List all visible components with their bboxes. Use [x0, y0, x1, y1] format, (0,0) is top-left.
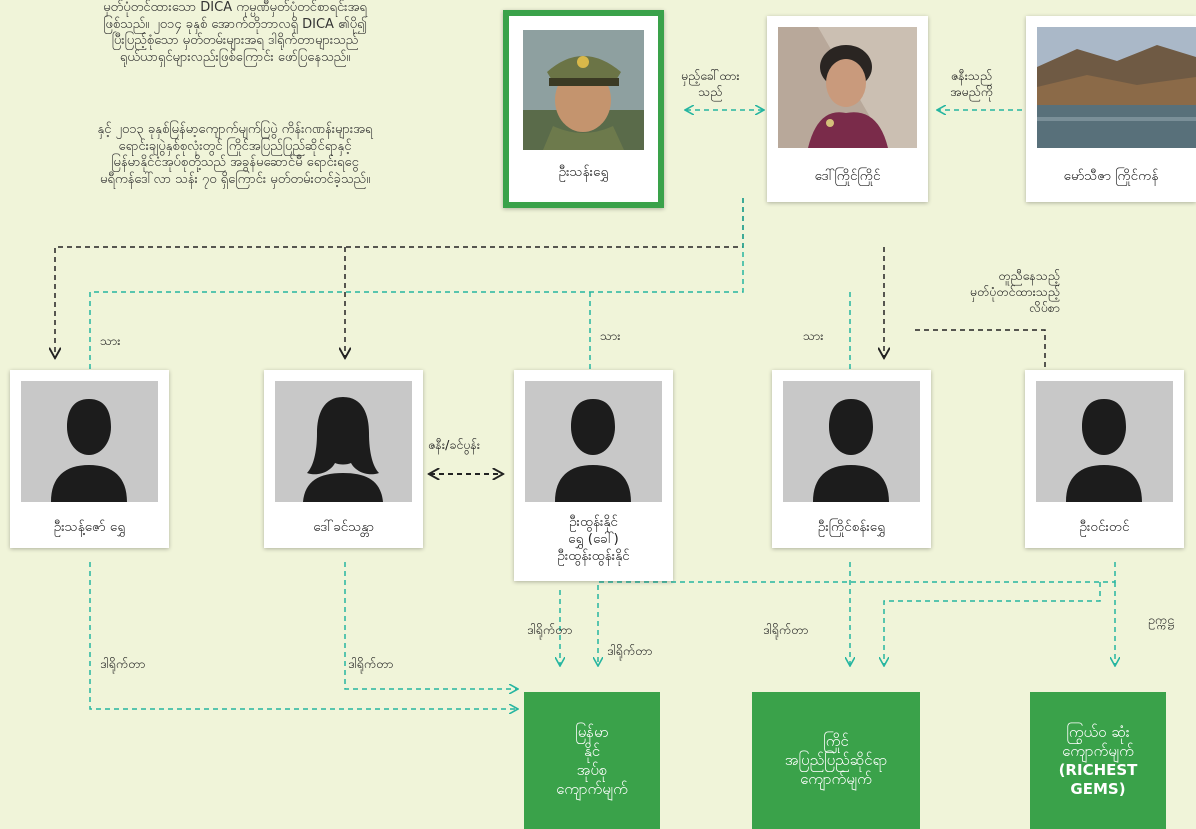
- photo-kyaing-kyaing: [778, 27, 917, 148]
- label-spouse: ဇနီး/ခင်ပွန်း: [428, 437, 481, 452]
- name-than-shwe: ဦးသန်းရွှေ: [558, 164, 609, 180]
- photo-than-shwe: [523, 30, 644, 150]
- card-win-tin: ဦးဝင်းတင်: [1025, 370, 1184, 548]
- card-htoon-naing: ဦးထွန်းနိုင် ရွှေ (ခေါ်) ဦးထွန်းထွန်းနို…: [514, 370, 673, 581]
- male-silhouette-icon: [1036, 381, 1173, 502]
- label-son-1: သား: [100, 333, 121, 348]
- label-married: မှည့်ခေါ်ထား သည်: [681, 68, 740, 99]
- line-family-tree: [55, 198, 744, 357]
- name-maw-thida: မော်သီဇာ ကြိုင်ကန်: [1063, 168, 1159, 184]
- label-chairman: ဥက္ကဋ္ဌ: [1148, 612, 1174, 627]
- male-silhouette-icon: [525, 381, 662, 502]
- name-khin-thanda: ဒေါ်ခင်သန္တာ: [313, 519, 374, 535]
- name-thant-zaw: ဦးသန့်ဇော် ရွှေ: [53, 519, 126, 535]
- card-khin-thanda: ဒေါ်ခင်သန္တာ: [264, 370, 423, 548]
- company-richest-gems: ကြွယ်ဝ ဆုံး ကျောက်မျက် (RICHEST GEMS): [1030, 692, 1166, 829]
- male-silhouette-icon: [783, 381, 920, 502]
- name-htoon-naing: ဦးထွန်းနိုင် ရွှေ (ခေါ်) ဦးထွန်းထွန်းနို…: [557, 514, 630, 564]
- richest-gems-english: (RICHEST GEMS): [1058, 760, 1138, 798]
- male-silhouette-icon: [21, 381, 158, 502]
- line-director-khin-thanda: [344, 562, 517, 689]
- label-director-5: ဒါရိုက်တာ: [348, 656, 394, 671]
- card-maw-thida: မော်သီဇာ ကြိုင်ကန်: [1026, 16, 1196, 202]
- line-sons: [89, 198, 744, 370]
- label-director-3: ဒါရိုက်တာ: [763, 622, 809, 637]
- label-director-1: ဒါရိုက်တာ: [527, 622, 573, 637]
- richest-gems-burmese: ကြွယ်ဝ ဆုံး ကျောက်မျက်: [1062, 722, 1134, 760]
- name-kyaing-san: ဦးကြိုင်စန်းရွှေ: [817, 519, 886, 535]
- line-director-win-tin-a: [598, 562, 1116, 665]
- label-director-4: ဒါရိုက်တာ: [100, 656, 146, 671]
- label-son-2: သား: [600, 328, 621, 343]
- company-myanmar-naing: မြန်မာ နိုင် အုပ်စု ကျောက်မျက်: [524, 692, 660, 829]
- intro-paragraph-2: နှင့် ၂၀၁၃ ခုနှစ်မြန်မာ့ကျောက်မျက်ပြပွဲ …: [97, 122, 373, 187]
- line-director-thant-zaw: [89, 562, 517, 709]
- label-shared-address: တူညီနေသည့် မှတ်ပုံတင်ထားသည့် လိပ်စာ: [969, 268, 1060, 315]
- line-director-win-tin-b: [884, 582, 1101, 665]
- label-director-2: ဒါရိုက်တာ: [607, 643, 653, 658]
- label-in-law: ဇနီးသည် အမည်ကို: [950, 68, 993, 99]
- card-than-shwe: ဦးသန်းရွှေ: [503, 10, 664, 208]
- card-kyaing-san: ဦးကြိုင်စန်းရွှေ: [772, 370, 931, 548]
- female-silhouette-icon: [275, 381, 412, 502]
- photo-maw-thida: [1037, 27, 1196, 148]
- name-win-tin: ဦးဝင်းတင်: [1079, 519, 1130, 535]
- company-kyaing-international: ကြိုင် အပြည်ပြည်ဆိုင်ရာ ကျောက်မျက်: [752, 692, 920, 829]
- name-kyaing-kyaing: ဒေါ်ကြိုင်ကြိုင်: [814, 168, 881, 184]
- card-thant-zaw: ဦးသန့်ဇော် ရွှေ: [10, 370, 169, 548]
- line-shared-address: [915, 329, 1046, 370]
- label-son-3: သား: [803, 328, 824, 343]
- intro-paragraph-1: မှတ်ပုံတင်ထားသော DICA ကုမ္ပဏီမှတ်ပုံတင်စ…: [103, 0, 367, 65]
- card-kyaing-kyaing: ဒေါ်ကြိုင်ကြိုင်: [767, 16, 928, 202]
